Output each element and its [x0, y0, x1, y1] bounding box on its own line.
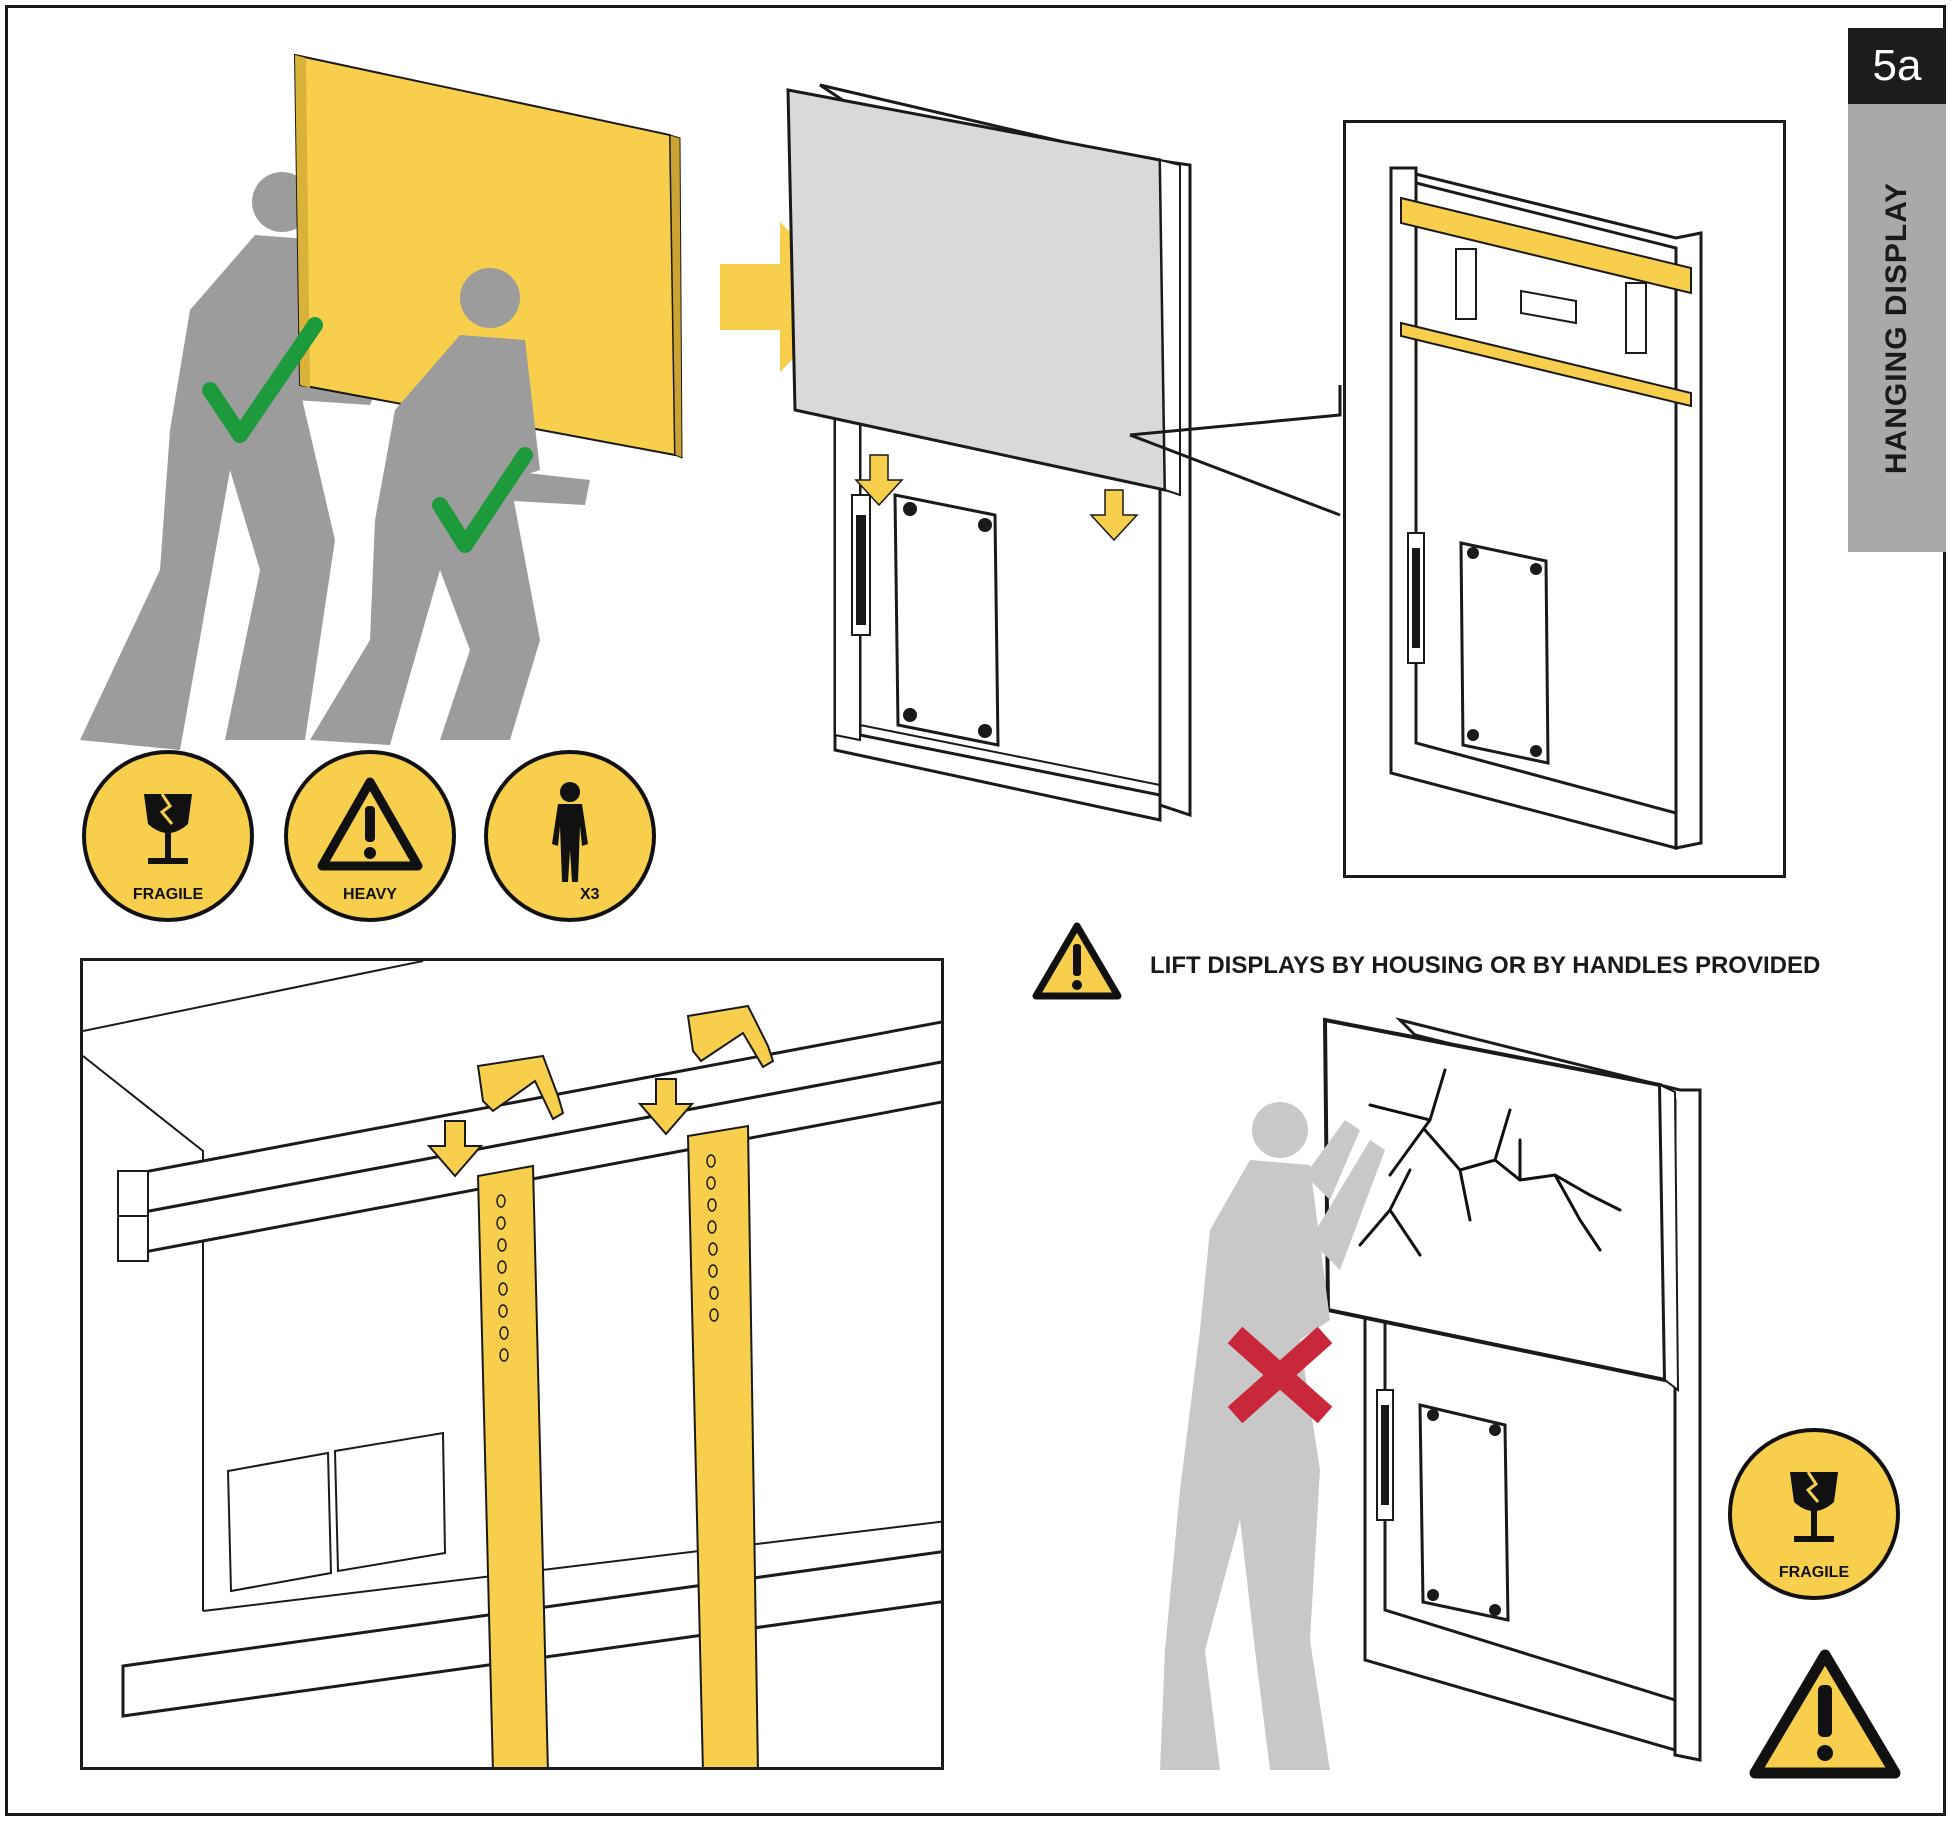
- arrow-down-icon: [1091, 490, 1137, 540]
- stand-with-display: [780, 85, 1200, 825]
- warning-icon: [1030, 920, 1124, 1002]
- fragile-badge: FRAGILE: [82, 750, 254, 922]
- people-count-label: X3: [580, 886, 600, 904]
- section-tab: HANGING DISPLAY: [1848, 104, 1946, 552]
- yellow-hook-right: [688, 1006, 773, 1067]
- carry-illustration: [70, 50, 690, 750]
- callout-rails-detail: [1343, 120, 1786, 878]
- fragile-badge-bottom: FRAGILE: [1728, 1428, 1900, 1600]
- warning-text: LIFT DISPLAYS BY HOUSING OR BY HANDLES P…: [1150, 952, 1820, 980]
- stand-rails-illustration: [1346, 123, 1786, 878]
- section-title: HANGING DISPLAY: [1880, 182, 1914, 474]
- people-badge: X3: [484, 750, 656, 922]
- wrong-lift-illustration: [1160, 1010, 1720, 1790]
- yellow-upright-right: [688, 1126, 758, 1770]
- yellow-upright-left: [478, 1166, 548, 1770]
- step-number: 5a: [1848, 28, 1946, 104]
- fragile-label: FRAGILE: [86, 886, 250, 904]
- heavy-badge: HEAVY: [284, 750, 456, 922]
- hook-detail-box: [80, 958, 944, 1770]
- person-icon: [488, 754, 652, 918]
- fragile-label-bottom: FRAGILE: [1732, 1564, 1896, 1582]
- person-figure-wrong: [1160, 1102, 1385, 1770]
- hook-detail-illustration: [83, 961, 944, 1770]
- warning-icon: [1745, 1645, 1905, 1785]
- yellow-rail-bottom: [1401, 323, 1691, 406]
- heavy-label: HEAVY: [288, 886, 452, 904]
